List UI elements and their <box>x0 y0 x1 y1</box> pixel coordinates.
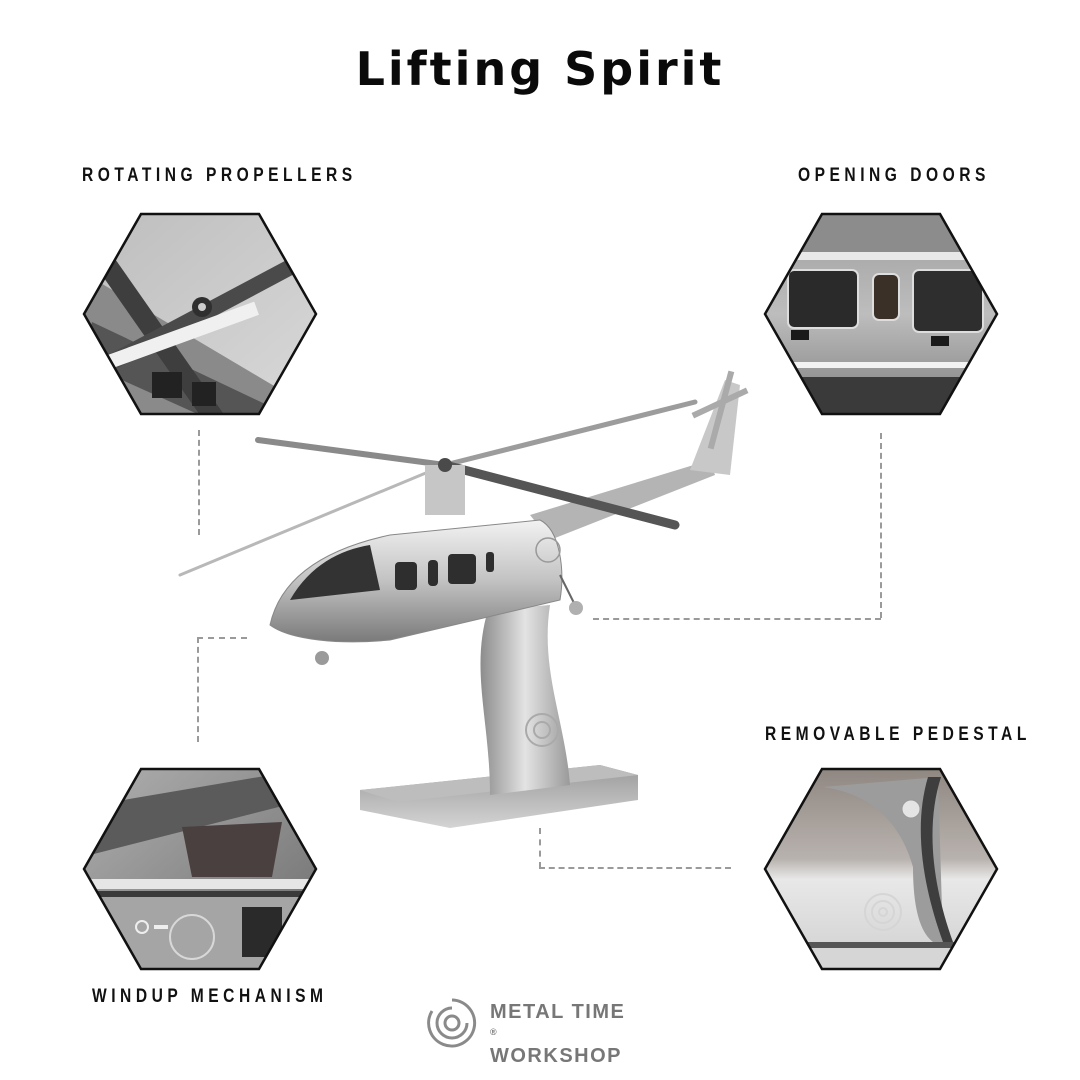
registered-mark: ® <box>490 1027 499 1037</box>
connector-line-pedestal-vertical <box>539 828 541 868</box>
connector-line-windup-vertical <box>197 637 199 742</box>
feature-label-windup-mechanism: WINDUP MECHANISM <box>92 986 328 1007</box>
brand-name-line2: WORKSHOP <box>490 1045 622 1067</box>
hex-image-windup-mechanism <box>82 767 318 971</box>
helicopter-model-image <box>170 340 810 830</box>
helicopter-icon <box>178 370 749 828</box>
brand-logo: METAL TIME ® WORKSHOP <box>426 997 666 1067</box>
propeller-closeup-image <box>82 212 318 416</box>
hex-image-rotating-propellers <box>82 212 318 416</box>
feature-label-rotating-propellers: ROTATING PROPELLERS <box>82 165 357 186</box>
brand-name-line1: METAL TIME <box>490 1001 626 1023</box>
connector-line-pedestal-horizontal <box>539 867 731 869</box>
connector-line-windup-horizontal <box>197 637 247 639</box>
doors-closeup-image <box>763 212 999 416</box>
pedestal-closeup-image <box>763 767 999 971</box>
feature-label-removable-pedestal: REMOVABLE PEDESTAL <box>765 724 1031 745</box>
feature-label-opening-doors: OPENING DOORS <box>798 165 990 186</box>
page-title: Lifting Spirit <box>355 42 725 96</box>
windup-closeup-image <box>82 767 318 971</box>
connector-line-doors-vertical <box>880 433 882 618</box>
hex-image-opening-doors <box>763 212 999 416</box>
connector-line-propellers <box>198 430 200 535</box>
metal-time-logo-icon <box>427 998 477 1048</box>
hex-image-removable-pedestal <box>763 767 999 971</box>
connector-line-doors-horizontal <box>593 618 881 620</box>
